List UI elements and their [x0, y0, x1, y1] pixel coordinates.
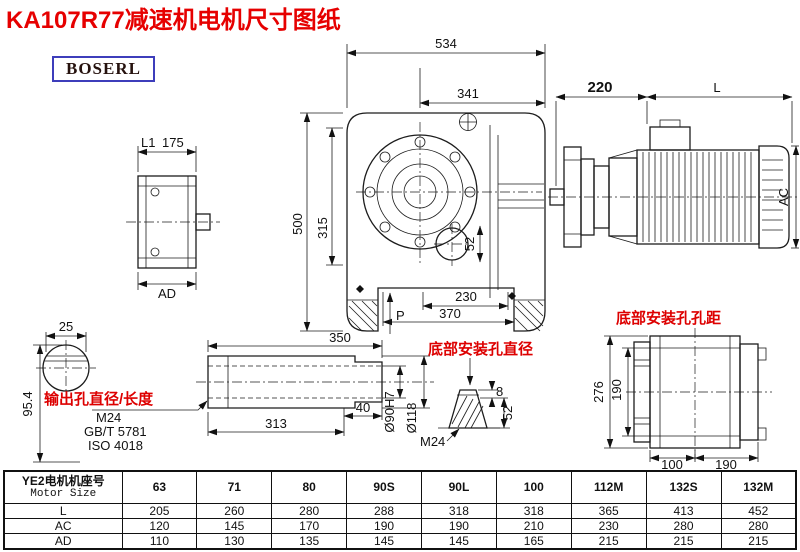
output-bore-annotation: 输出孔直径/长度 [44, 390, 154, 408]
table-cell: 318 [421, 502, 497, 519]
dim-l1: L1 [141, 135, 155, 150]
table-header-en: Motor Size [30, 488, 97, 501]
dim-370: 370 [439, 306, 461, 321]
table-header-size: 100 [495, 470, 572, 504]
page-title: KA107R77减速机电机尺寸图纸 [6, 7, 341, 34]
mounting-spacing-title: 底部安装孔孔距 [616, 309, 721, 327]
table-cell: 210 [495, 517, 572, 534]
dim-500: 500 [290, 213, 305, 235]
mounting-spacing-view: 底部安装孔孔距 276 190 [591, 309, 772, 472]
dim-l-motor: L [713, 80, 720, 95]
dim-230: 230 [455, 289, 477, 304]
dim-350: 350 [329, 330, 351, 345]
mounting-hole-view: 底部安装孔直径 8 52 M24 [420, 340, 533, 449]
output-shaft-view: 350 40 313 Ø90H7 Ø118 输出孔直径/长度 M24 GB/T … [44, 330, 434, 453]
table-cell: 110 [121, 532, 198, 549]
table-cell: 215 [720, 532, 797, 549]
motor-side-view: 220 L AC [548, 79, 800, 249]
table-cell: 190 [421, 517, 497, 534]
table-cell: 145 [196, 517, 273, 534]
table-cell: 280 [645, 517, 722, 534]
table-header-size: 112M [570, 470, 647, 504]
table-row-ad: AD 110 130 135 145 145 165 215 215 215 [3, 532, 797, 549]
table-header-size: 132S [645, 470, 722, 504]
dim-190-horizontal: 190 [715, 457, 737, 472]
table-header-size: 80 [271, 470, 348, 504]
table-cell: 145 [421, 532, 497, 549]
table-header-size: 63 [121, 470, 198, 504]
gearbox-front-view: 534 341 500 315 52 230 370 P [290, 36, 546, 334]
motor-size-table: YE2电机机座号 Motor Size 63 71 80 90S 90L 100… [3, 470, 797, 550]
brand-logo: BOSERL [52, 56, 155, 82]
table-cell: 280 [271, 502, 348, 519]
table-cell: 260 [196, 502, 273, 519]
label-iso-standard: ISO 4018 [88, 438, 143, 453]
table-cell: 452 [720, 502, 797, 519]
label-m24-hole: M24 [420, 434, 445, 449]
table-row-label: AC [3, 517, 123, 534]
shaft-end-view: 25 95.4 [20, 319, 96, 463]
table-cell: 413 [645, 502, 722, 519]
dim-8: 8 [496, 384, 503, 399]
table-row-label: L [3, 502, 123, 519]
table-cell: 280 [720, 517, 797, 534]
mounting-hole-title: 底部安装孔直径 [428, 340, 533, 358]
table-cell: 215 [570, 532, 647, 549]
dim-25: 25 [59, 319, 73, 334]
table-header-motor-size: YE2电机机座号 Motor Size [3, 470, 123, 504]
table-row-l: L 205 260 280 288 318 318 365 413 452 [3, 502, 797, 519]
table-cell: 288 [346, 502, 422, 519]
table-cell: 205 [121, 502, 198, 519]
table-cell: 165 [495, 532, 572, 549]
dim-313: 313 [265, 416, 287, 431]
dim-ad: AD [158, 286, 176, 301]
dim-175: 175 [162, 135, 184, 150]
table-cell: 170 [271, 517, 348, 534]
table-cell: 318 [495, 502, 572, 519]
table-row-ac: AC 120 145 170 190 190 210 230 280 280 [3, 517, 797, 534]
label-m24-shaft: M24 [96, 410, 121, 425]
dim-276: 276 [591, 381, 606, 403]
dim-52-hole: 52 [500, 406, 515, 420]
gearbox-side-view: L1 175 AD [126, 135, 220, 301]
dim-ac: AC [776, 188, 791, 206]
dim-315: 315 [315, 217, 330, 239]
dim-220: 220 [587, 79, 612, 96]
dim-40: 40 [356, 400, 370, 415]
table-cell: 230 [570, 517, 647, 534]
dim-d90: Ø90H7 [382, 391, 397, 432]
dim-d118: Ø118 [404, 403, 419, 434]
dim-95-4: 95.4 [20, 391, 35, 416]
label-p: P [396, 308, 405, 323]
dim-100: 100 [661, 457, 683, 472]
table-header-row: YE2电机机座号 Motor Size 63 71 80 90S 90L 100… [3, 470, 797, 504]
table-header-size: 90L [421, 470, 497, 504]
dim-534: 534 [435, 36, 457, 51]
label-gb-standard: GB/T 5781 [84, 424, 147, 439]
table-cell: 215 [645, 532, 722, 549]
table-header-size: 71 [196, 470, 273, 504]
dim-52-main: 52 [462, 237, 477, 251]
table-row-label: AD [3, 532, 123, 549]
table-header-size: 132M [720, 470, 797, 504]
table-header-cn: YE2电机机座号 [21, 474, 105, 488]
table-cell: 145 [346, 532, 422, 549]
table-cell: 190 [346, 517, 422, 534]
table-cell: 120 [121, 517, 198, 534]
dim-341: 341 [457, 86, 479, 101]
table-header-size: 90S [346, 470, 422, 504]
table-cell: 130 [196, 532, 273, 549]
table-cell: 365 [570, 502, 647, 519]
table-cell: 135 [271, 532, 348, 549]
dim-190-vertical: 190 [609, 379, 624, 401]
